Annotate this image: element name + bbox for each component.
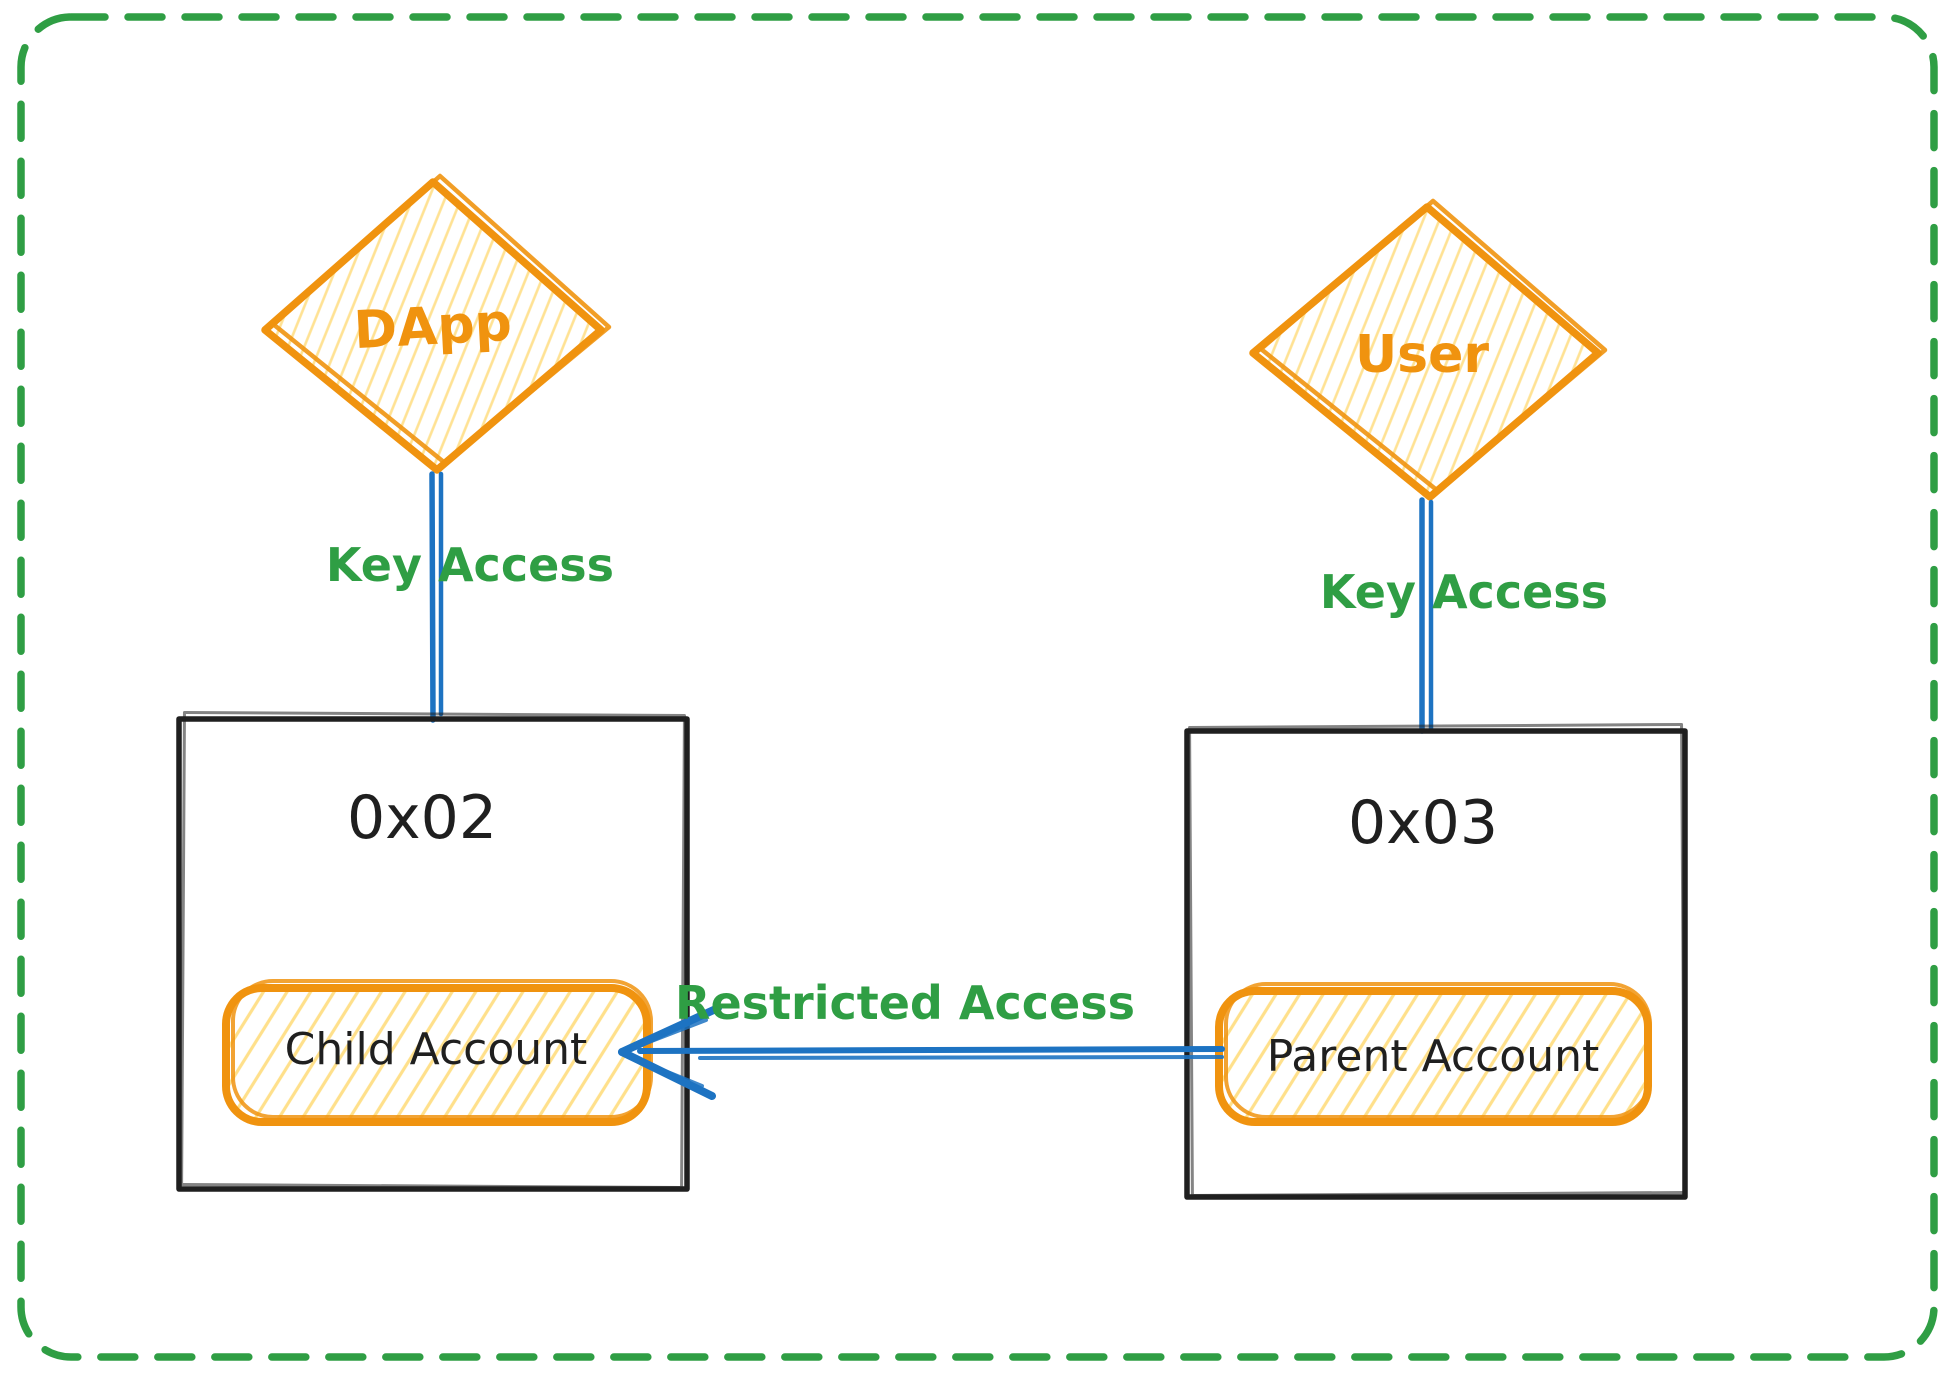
account-box-0x03: 0x03 Parent Account <box>1184 722 1688 1200</box>
address-label-0x03: 0x03 <box>1348 788 1498 858</box>
child-account-label: Child Account <box>285 1024 588 1075</box>
account-box-0x02: 0x02 Child Account <box>176 710 690 1192</box>
frame-border <box>17 13 1938 1361</box>
key-access-label-left: Key Access <box>326 538 614 592</box>
key-access-label-right: Key Access <box>1320 565 1608 619</box>
user-diamond: User <box>1249 198 1608 501</box>
address-label-0x02: 0x02 <box>347 783 497 853</box>
parent-account-label: Parent Account <box>1267 1031 1600 1082</box>
user-key-access-line <box>1419 497 1434 734</box>
user-label: User <box>1355 325 1489 385</box>
dapp-label: DApp <box>352 293 513 361</box>
parent-account-pill: Parent Account <box>1215 982 1652 1126</box>
restricted-access-label: Restricted Access <box>675 976 1135 1030</box>
dapp-key-access-line <box>429 471 444 723</box>
child-account-pill: Child Account <box>222 979 653 1126</box>
dapp-diamond: DApp <box>261 173 612 474</box>
restricted-access-arrow <box>618 1004 1225 1100</box>
